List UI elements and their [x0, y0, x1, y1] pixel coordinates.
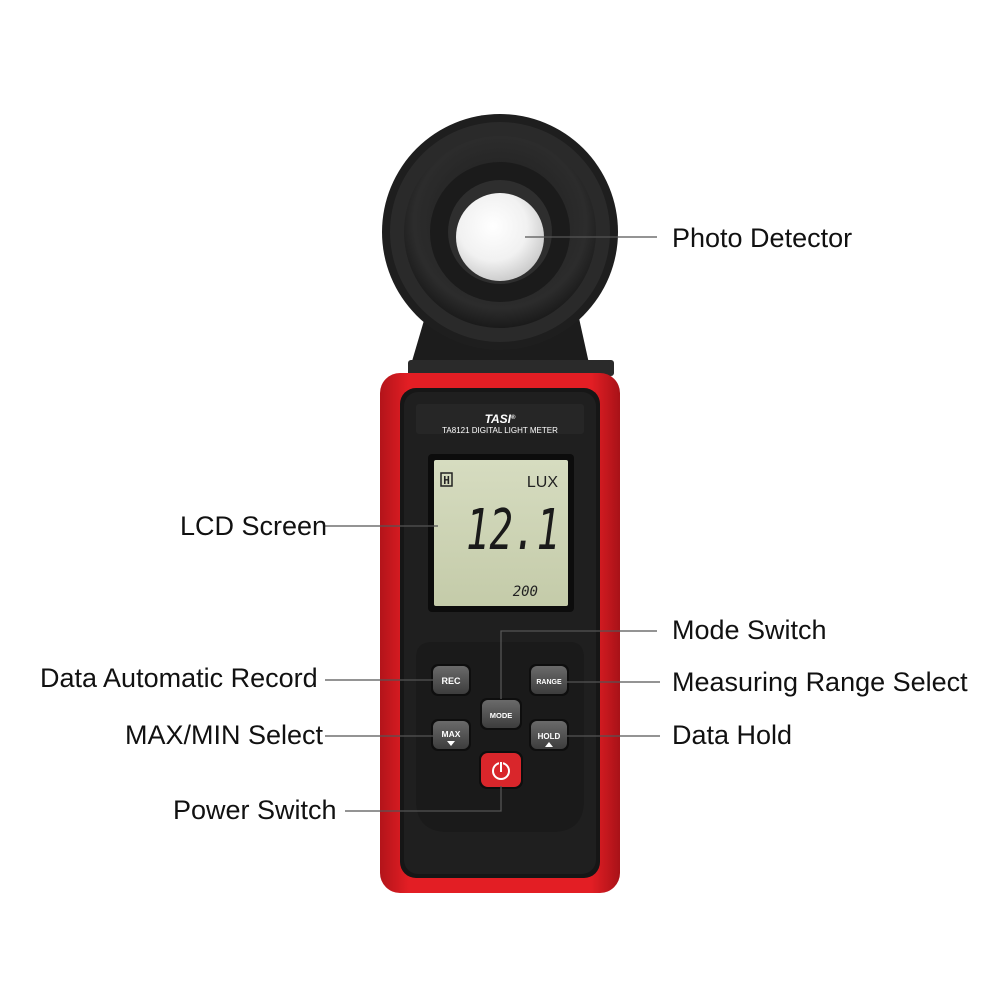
power-button[interactable]	[479, 751, 523, 789]
max-button-label: MAX	[442, 729, 461, 739]
leader-lines	[325, 236, 660, 812]
down-arrow-icon	[447, 741, 455, 746]
power-icon	[492, 762, 510, 780]
callout-data-hold: Data Hold	[672, 720, 793, 750]
callout-mode-switch: Mode Switch	[672, 615, 827, 645]
callout-power-switch: Power Switch	[173, 795, 337, 825]
up-arrow-icon	[545, 742, 553, 747]
brand-plate: TASI® TA8121 DIGITAL LIGHT METER	[416, 404, 584, 435]
callout-data-automatic-record: Data Automatic Record	[40, 663, 318, 693]
hold-button[interactable]: HOLD	[529, 719, 569, 751]
range-button[interactable]: RANGE	[529, 664, 569, 696]
range-button-label: RANGE	[536, 679, 562, 686]
mode-button[interactable]: MODE	[480, 698, 522, 730]
detector-sphere	[456, 193, 544, 281]
rec-button[interactable]: REC	[431, 664, 471, 696]
callout-max-min-select: MAX/MIN Select	[125, 720, 324, 750]
leader-mode-switch	[500, 630, 657, 699]
brand-logo: TASI®	[485, 412, 516, 426]
callout-photo-detector: Photo Detector	[672, 223, 853, 253]
lcd-screen: H LUX 12.1 200	[428, 454, 574, 612]
lcd-unit: LUX	[527, 474, 558, 491]
lcd-range: 200	[513, 584, 538, 600]
callout-lcd-screen: LCD Screen	[180, 511, 328, 541]
hold-indicator: H	[443, 474, 450, 487]
callout-measuring-range-select: Measuring Range Select	[672, 667, 968, 697]
max-button[interactable]: MAX	[431, 719, 471, 751]
leader-power-switch	[345, 786, 502, 812]
photo-detector	[382, 114, 618, 376]
model-label: TA8121 DIGITAL LIGHT METER	[442, 426, 558, 435]
lcd-reading: 12.1	[466, 498, 560, 563]
mode-button-label: MODE	[490, 711, 513, 720]
hold-button-label: HOLD	[538, 732, 561, 741]
rec-button-label: REC	[441, 676, 461, 686]
